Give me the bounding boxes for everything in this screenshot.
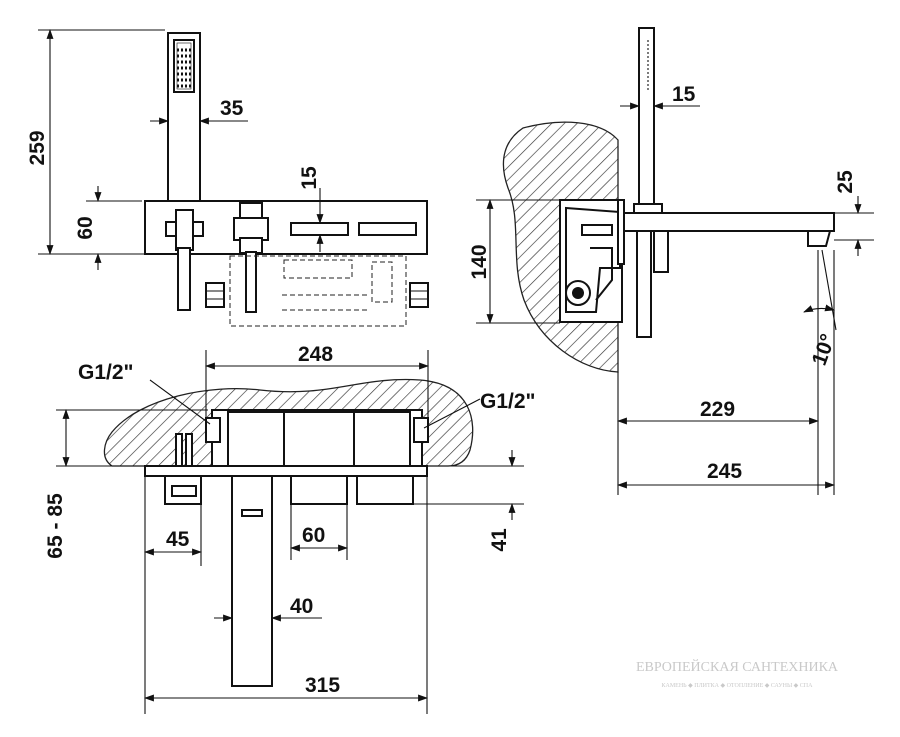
dim-wall-recess: 140 [468, 244, 491, 279]
knob-top-left [290, 475, 348, 505]
dim-plate-height: 60 [74, 216, 97, 239]
dim-handle-offset: 45 [166, 528, 190, 551]
module-left [227, 411, 285, 467]
dim-spout-angle: 10° [808, 331, 840, 369]
diverter-knob [233, 217, 269, 241]
dim-knob-width: 60 [302, 524, 325, 547]
inlet-top-left [205, 417, 221, 443]
dim-handshower-height: 259 [26, 130, 49, 165]
dim-handshower-width: 35 [220, 97, 244, 120]
thread-label-right: G1/2" [480, 390, 535, 413]
spout-top [231, 475, 273, 687]
hose-side [636, 221, 652, 338]
dim-side-total: 245 [707, 460, 742, 483]
knob-top-right [356, 475, 414, 505]
spout-outlet [807, 230, 832, 247]
front-view: 259 60 35 15 [26, 29, 429, 327]
handshower-head [167, 32, 201, 206]
concealed-box-outline [229, 255, 407, 327]
dim-side-projection: 229 [700, 398, 735, 421]
watermark: ЕВРОПЕЙСКАЯ САНТЕХНИКА КАМЕНЬ ◆ ПЛИТКА ◆… [636, 658, 839, 689]
handshower-side [638, 27, 655, 207]
dim-slot-height: 15 [298, 166, 321, 190]
watermark-title: ЕВРОПЕЙСКАЯ САНТЕХНИКА [636, 658, 839, 675]
dim-depth-range: 65 - 85 [44, 493, 67, 559]
thread-label-left: G1/2" [78, 361, 133, 384]
dim-spout-width: 40 [290, 595, 313, 618]
dim-knob-depth: 41 [488, 528, 511, 552]
plate-top [144, 465, 428, 477]
holder-connector [175, 209, 194, 251]
dim-spout-thickness: 25 [834, 170, 857, 194]
module-right [353, 411, 411, 467]
handshower-spray-face [173, 39, 195, 93]
spout-side [623, 212, 835, 232]
side-view: 140 15 25 10° 229 245 [468, 27, 874, 495]
plate-slot-right [358, 222, 417, 236]
inlet-right [409, 282, 429, 308]
module-center [283, 411, 355, 467]
concealed-label-area [283, 259, 353, 279]
dim-body-width: 248 [298, 343, 333, 366]
hose-pipe [177, 247, 191, 311]
diverter-stem [245, 251, 257, 313]
diverter-neck [239, 237, 263, 254]
dim-handle-gap: 15 [672, 83, 696, 106]
dim-total-width: 315 [305, 674, 340, 697]
diverter-top [239, 202, 263, 220]
inlet-left [205, 282, 225, 308]
watermark-subtitle: КАМЕНЬ ◆ ПЛИТКА ◆ ОТОПЛЕНИЕ ◆ САУНЫ ◆ СП… [662, 683, 814, 689]
top-view: 248 G1/2" G1/2" 65 - 85 45 60 41 40 [44, 343, 535, 714]
inlet-top-right [413, 417, 429, 443]
spray-nozzles [176, 42, 192, 90]
